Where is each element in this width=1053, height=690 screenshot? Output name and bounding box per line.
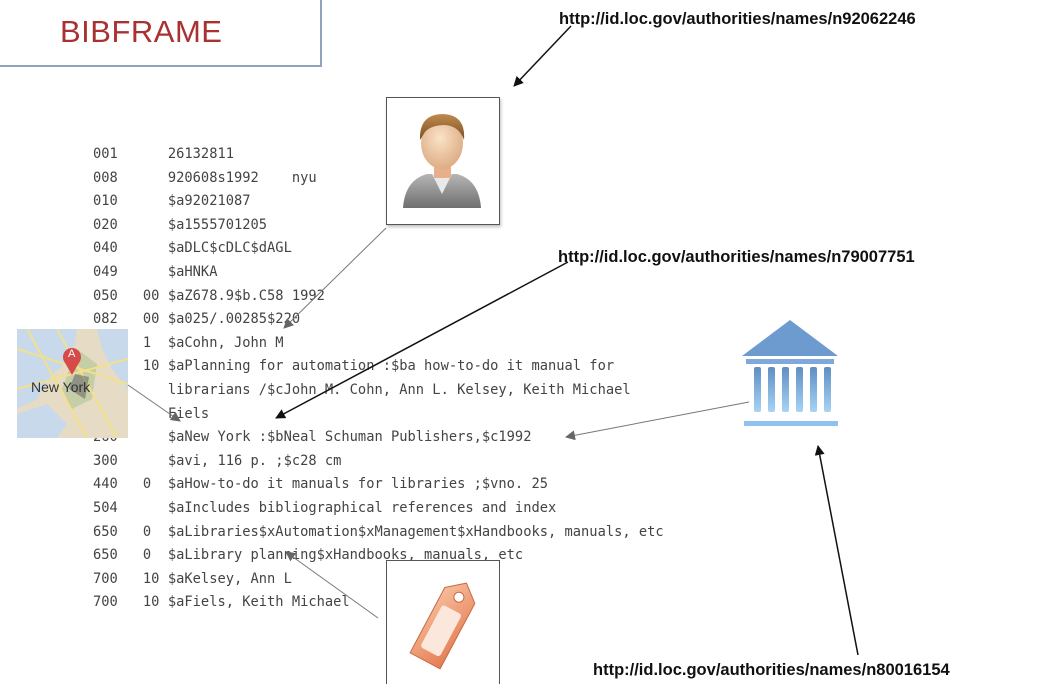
arrow-person-uri: [513, 25, 572, 87]
arrow-institution-to-field: [565, 401, 750, 441]
marc-indicator: 00: [142, 287, 160, 304]
marc-field-row: 300 $avi, 116 p. ;$c28 cm: [93, 450, 664, 474]
marc-field-row: 650 0 $aLibrary planning$xHandbooks, manua…: [93, 544, 664, 568]
marc-value: $aNew York :$bNeal Schuman Publishers,$c…: [167, 429, 532, 446]
marc-field-row: 001 26132811: [93, 143, 664, 167]
arrow-publisher-uri: [814, 445, 859, 656]
arrow-map-to-field: [127, 384, 181, 422]
marc-value: $aHNKA: [167, 263, 218, 280]
marc-field-row: 700 10 $aFiels, Keith Michael: [93, 591, 664, 615]
marc-value: $aIncludes bibliographical references an…: [167, 499, 557, 516]
subject-card[interactable]: [386, 560, 500, 684]
marc-value: $a92021087: [167, 193, 251, 210]
title-panel: BIBFRAME: [0, 0, 322, 67]
marc-indicator: 0: [142, 523, 152, 540]
marc-value: 26132811: [167, 146, 234, 162]
arrow-tag-to-field: [285, 551, 379, 619]
marc-value: $aZ678.9$b.C58 1992: [167, 287, 325, 304]
marc-tag: 050: [93, 287, 118, 304]
marc-field-row: 049 $aHNKA: [93, 261, 664, 285]
marc-indicator: 00: [142, 311, 160, 328]
person-uri[interactable]: http://id.loc.gov/authorities/names/n920…: [559, 10, 916, 28]
map-label: New York: [31, 379, 91, 395]
marc-indicator: 1: [142, 334, 152, 351]
marc-value: $aHow-to-do it manuals for libraries ;$v…: [167, 476, 548, 493]
page-title: BIBFRAME: [60, 14, 223, 49]
marc-tag: 010: [93, 193, 118, 210]
marc-indicator: 0: [142, 476, 152, 493]
arrow-author-uri: [275, 261, 569, 419]
person-icon: [403, 114, 481, 208]
person-card[interactable]: [386, 97, 500, 225]
marc-field-row: 082 00 $a025/.00285$220: [93, 308, 664, 332]
marc-tag: 700: [93, 594, 118, 611]
marc-value: $aDLC$cDLC$dAGL: [167, 240, 292, 257]
marc-tag: 040: [93, 240, 118, 257]
marc-value: $a025/.00285$220: [167, 311, 301, 328]
marc-value: $avi, 116 p. ;$c28 cm: [167, 452, 342, 469]
marc-field-row: 010 $a92021087: [93, 190, 664, 214]
marc-field-row: 440 0 $aHow-to-do it manuals for libraries…: [93, 473, 664, 497]
marc-value: $aCohn, John M: [167, 334, 284, 351]
marc-tag: 049: [93, 263, 118, 280]
arrow-person-to-field: [283, 227, 387, 329]
marc-indicator: 10: [142, 358, 160, 375]
marc-field-row: 650 0 $aLibraries$xAutomation$xManagement$…: [93, 521, 664, 545]
marc-field-row: 504 $aIncludes bibliographical references…: [93, 497, 664, 521]
marc-field-row: 040 $aDLC$cDLC$dAGL: [93, 237, 664, 261]
marc-field-row: 700 10 $aKelsey, Ann L: [93, 568, 664, 592]
marc-tag: 008: [93, 169, 118, 186]
marc-tag: 700: [93, 570, 118, 587]
marc-value: $aFiels, Keith Michael: [167, 594, 350, 611]
publisher-uri[interactable]: http://id.loc.gov/authorities/names/n800…: [593, 661, 950, 679]
marc-tag: 504: [93, 499, 118, 516]
institution-icon: [742, 320, 838, 426]
marc-tag: 082: [93, 311, 118, 328]
map-icon: A New York: [17, 329, 128, 438]
marc-indicator: 0: [142, 547, 152, 564]
marc-tag: 300: [93, 452, 118, 469]
marc-field-row: 1 $aCohn, John M: [93, 332, 664, 356]
marc-value: $aLibraries$xAutomation$xManagement$xHan…: [167, 523, 664, 540]
tag-icon: [409, 582, 476, 670]
marc-tag: 440: [93, 476, 118, 493]
marc-indicator: 10: [142, 594, 160, 611]
marc-field-row: 10 $aPlanning for automation :$ba how-to-…: [93, 355, 664, 379]
marc-tag: 650: [93, 547, 118, 564]
marc-value: $aLibrary planning$xHandbooks, manuals, …: [167, 547, 524, 564]
marc-value: $aPlanning for automation :$ba how-to-do…: [167, 358, 615, 375]
marc-indicator: 10: [142, 570, 160, 587]
map-marker-label: A: [68, 348, 76, 360]
marc-tag: 650: [93, 523, 118, 540]
marc-value: $aKelsey, Ann L: [167, 570, 292, 587]
marc-field-row: 020 $a1555701205: [93, 214, 664, 238]
author-uri[interactable]: http://id.loc.gov/authorities/names/n790…: [558, 248, 915, 266]
marc-tag: 001: [93, 146, 118, 162]
marc-tag: 020: [93, 216, 118, 233]
marc-field-row: 050 00 $aZ678.9$b.C58 1992: [93, 285, 664, 309]
marc-value: $a1555701205: [167, 216, 268, 233]
